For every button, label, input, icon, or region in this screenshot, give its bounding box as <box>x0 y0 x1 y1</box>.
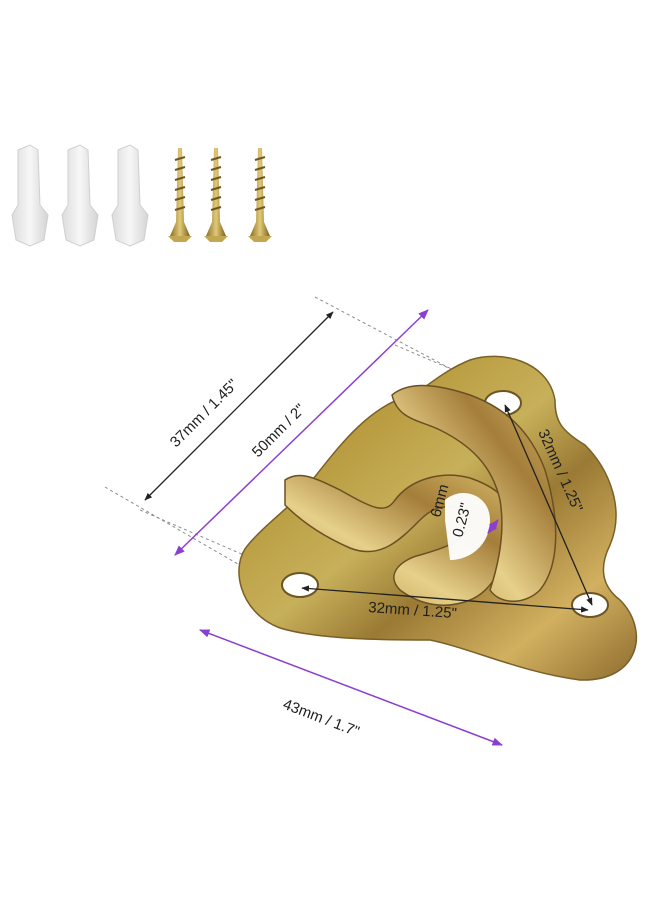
width-total-arrow <box>199 629 503 746</box>
wall-anchor-3 <box>111 144 149 247</box>
height-hook-arrow <box>144 311 334 501</box>
wall-anchor-1 <box>11 144 49 247</box>
label-width-total: 43mm / 1.7" <box>281 696 362 741</box>
wall-anchor-2 <box>61 144 99 247</box>
hole-diag-arrow <box>504 404 593 606</box>
label-height-total: 50mm / 2" <box>249 401 309 461</box>
screw-2 <box>204 148 228 242</box>
label-hole-bottom: 32mm / 1.25" <box>368 599 458 622</box>
mounting-hole-left <box>281 572 319 598</box>
gap-arrow <box>487 519 499 534</box>
mounting-hole-right <box>571 592 609 618</box>
screw-1 <box>168 148 192 242</box>
hole-bottom-arrow <box>301 585 589 613</box>
black-dimension-arrows <box>144 311 593 613</box>
screw-3 <box>248 148 272 242</box>
label-height-hook: 37mm / 1.45" <box>167 376 242 451</box>
